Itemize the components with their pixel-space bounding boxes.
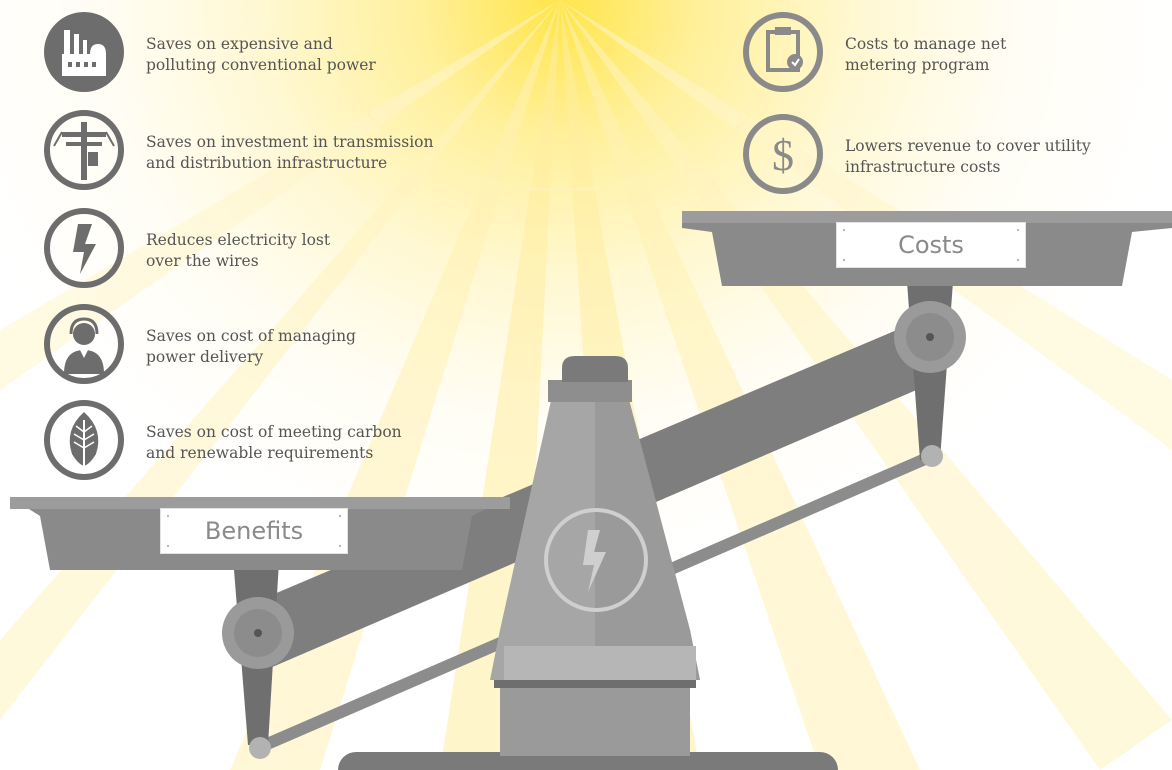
sun-ring [328, 0, 792, 192]
benefit-text: Saves on expensive and polluting convent… [146, 35, 376, 74]
cost-item: $ Lowers revenue to cover utility infras… [741, 112, 1161, 202]
lightning-bolt-icon [42, 206, 126, 290]
svg-text:$: $ [772, 131, 794, 180]
benefits-label-text: Benefits [204, 517, 304, 545]
costs-label: Costs [836, 222, 1026, 268]
benefit-item: Saves on cost of managing power delivery [42, 302, 522, 392]
benefit-item: Reduces electricity lost over the wires [42, 206, 522, 296]
benefit-text: Reduces electricity lost over the wires [146, 231, 331, 270]
benefit-item: Saves on expensive and polluting convent… [42, 10, 522, 100]
benefit-item: Saves on investment in transmission and … [42, 108, 522, 198]
scale-base-foot [338, 752, 838, 770]
benefit-item: Saves on cost of meeting carbon and rene… [42, 398, 522, 488]
cost-text: Lowers revenue to cover utility infrastr… [845, 137, 1091, 176]
cost-item: Costs to manage net metering program [741, 10, 1161, 100]
benefits-label: Benefits [160, 508, 348, 554]
scale-top-knob [562, 356, 628, 382]
scale-neck [548, 380, 632, 402]
power-plant-icon [42, 10, 126, 94]
benefit-text: Saves on cost of meeting carbon and rene… [146, 423, 402, 462]
benefits-lower-joint [249, 737, 271, 759]
cost-text: Costs to manage net metering program [845, 35, 1007, 74]
clipboard-icon [741, 10, 825, 94]
leaf-icon [42, 398, 126, 482]
dollar-icon: $ [741, 112, 825, 196]
costs-label-text: Costs [898, 231, 964, 259]
benefit-text: Saves on cost of managing power delivery [146, 327, 356, 366]
costs-lower-joint [921, 445, 943, 467]
benefit-text: Saves on investment in transmission and … [146, 133, 434, 172]
scale-pedestal [500, 684, 690, 756]
scale-lightning-bolt-icon [583, 530, 606, 592]
utility-pole-icon [42, 108, 126, 192]
operator-headset-icon [42, 302, 126, 386]
scale-emblem [544, 508, 648, 612]
